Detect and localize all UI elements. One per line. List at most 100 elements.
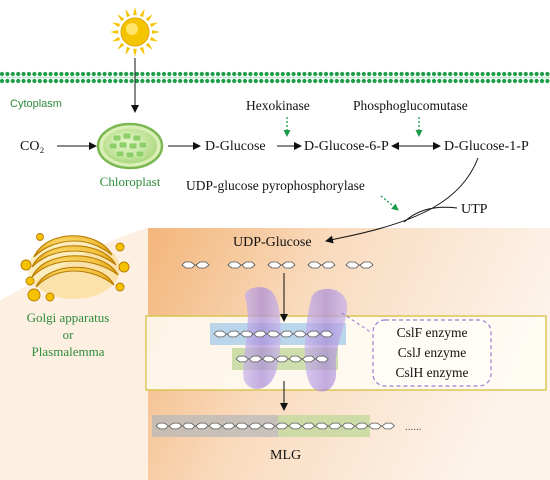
glucose-ring — [328, 422, 342, 430]
glucose-ring — [293, 330, 307, 338]
membrane-dot — [215, 78, 221, 84]
mlg-chain-molecules — [155, 422, 396, 430]
sun-ray — [139, 46, 145, 56]
membrane-dot — [264, 78, 269, 84]
channel-molecules-top — [213, 330, 334, 338]
membrane-dot — [491, 71, 496, 77]
membrane-dot — [107, 78, 113, 84]
membrane-dot — [523, 78, 528, 84]
membrane-dot — [372, 78, 377, 84]
sun-ray — [151, 30, 160, 34]
glucose-ring — [275, 355, 289, 363]
membrane-dot — [394, 71, 399, 77]
membrane-dot — [264, 71, 269, 77]
glucose-ring — [240, 330, 254, 338]
membrane-dot — [442, 78, 447, 84]
glucose-ring — [321, 261, 336, 269]
membrane-dot — [59, 78, 64, 84]
membrane-dot — [437, 71, 442, 77]
membrane-dot — [21, 71, 26, 77]
glucose-ring — [195, 261, 210, 269]
membrane-dot — [75, 78, 80, 84]
membrane-dot — [53, 71, 59, 77]
glucose-ring — [315, 355, 329, 363]
membrane-dot — [399, 71, 404, 77]
membrane-dot — [507, 71, 512, 77]
membrane-dot — [458, 78, 464, 84]
channel-molecules-bottom — [235, 355, 329, 363]
membrane-dot — [129, 71, 134, 77]
membrane-dot — [485, 71, 491, 77]
membrane-dot — [383, 78, 388, 84]
membrane-dot — [145, 78, 150, 84]
membrane-dot — [210, 78, 215, 84]
membrane-dot — [226, 71, 231, 77]
membrane-dot — [43, 78, 48, 84]
membrane-dot — [183, 78, 188, 84]
membrane-dot — [367, 78, 372, 84]
membrane-dot — [345, 78, 350, 84]
membrane-dot — [80, 78, 86, 84]
membrane-dot — [453, 78, 458, 84]
sun-ray — [125, 46, 131, 56]
membrane-dot — [512, 78, 518, 84]
membrane-dot — [269, 78, 275, 84]
sun-ray — [117, 42, 125, 50]
membrane-dot — [496, 71, 501, 77]
membrane-dot — [134, 71, 140, 77]
membrane-dot — [280, 78, 285, 84]
glucose-ring — [182, 422, 196, 430]
glucose-chain-icon — [181, 261, 210, 269]
membrane-dot — [377, 78, 383, 84]
membrane-dot — [221, 78, 226, 84]
sun-ray — [125, 8, 131, 18]
membrane-dot — [5, 78, 10, 84]
membrane-dot — [37, 71, 42, 77]
udp-glucose-pyrophosphorylase-label: UDP-glucose pyrophosphorylase — [186, 178, 365, 193]
glucose-ring — [226, 330, 241, 338]
glucose-chain-icon — [155, 422, 396, 430]
membrane-dot — [102, 78, 107, 84]
membrane-dot — [464, 78, 469, 84]
membrane-dot — [518, 78, 523, 84]
membrane-dot — [194, 71, 199, 77]
golgi-label-line1: Golgi apparatus — [27, 310, 110, 325]
membrane-dot — [237, 71, 242, 77]
membrane-dot — [134, 78, 140, 84]
sun-ray — [145, 42, 153, 50]
membrane-dot — [91, 71, 96, 77]
phosphoglucomutase-label: Phosphoglucomutase — [353, 98, 468, 113]
membrane-dot — [253, 78, 258, 84]
membrane-dot — [5, 71, 10, 77]
membrane-dot — [426, 78, 431, 84]
membrane-dot — [388, 78, 393, 84]
membrane-dot — [431, 78, 437, 84]
glucose-ring — [319, 330, 334, 338]
membrane-dot — [302, 71, 307, 77]
membrane-dot — [242, 71, 248, 77]
membrane-dot — [307, 78, 312, 84]
membrane-dot — [199, 78, 204, 84]
sun-ray — [111, 36, 121, 42]
membrane-dot — [16, 78, 21, 84]
membrane-dot — [377, 71, 383, 77]
glucose-chain-icon — [235, 355, 329, 363]
membrane-dot — [210, 71, 215, 77]
membrane-dot — [502, 71, 507, 77]
membrane-dot — [113, 71, 118, 77]
glucose-chain-icon — [267, 261, 296, 269]
membrane-dot — [356, 71, 361, 77]
membrane-dot — [226, 78, 231, 84]
membrane-dot — [118, 71, 123, 77]
membrane-dot — [442, 71, 447, 77]
membrane-dot — [97, 78, 102, 84]
sun-ray — [145, 14, 153, 22]
glucose-ring — [261, 422, 276, 430]
membrane-dot — [512, 71, 518, 77]
membrane-dot — [140, 71, 145, 77]
membrane-dot — [232, 71, 237, 77]
membrane-dot — [475, 71, 480, 77]
sun-ray — [110, 30, 119, 34]
membrane-dot — [102, 71, 107, 77]
